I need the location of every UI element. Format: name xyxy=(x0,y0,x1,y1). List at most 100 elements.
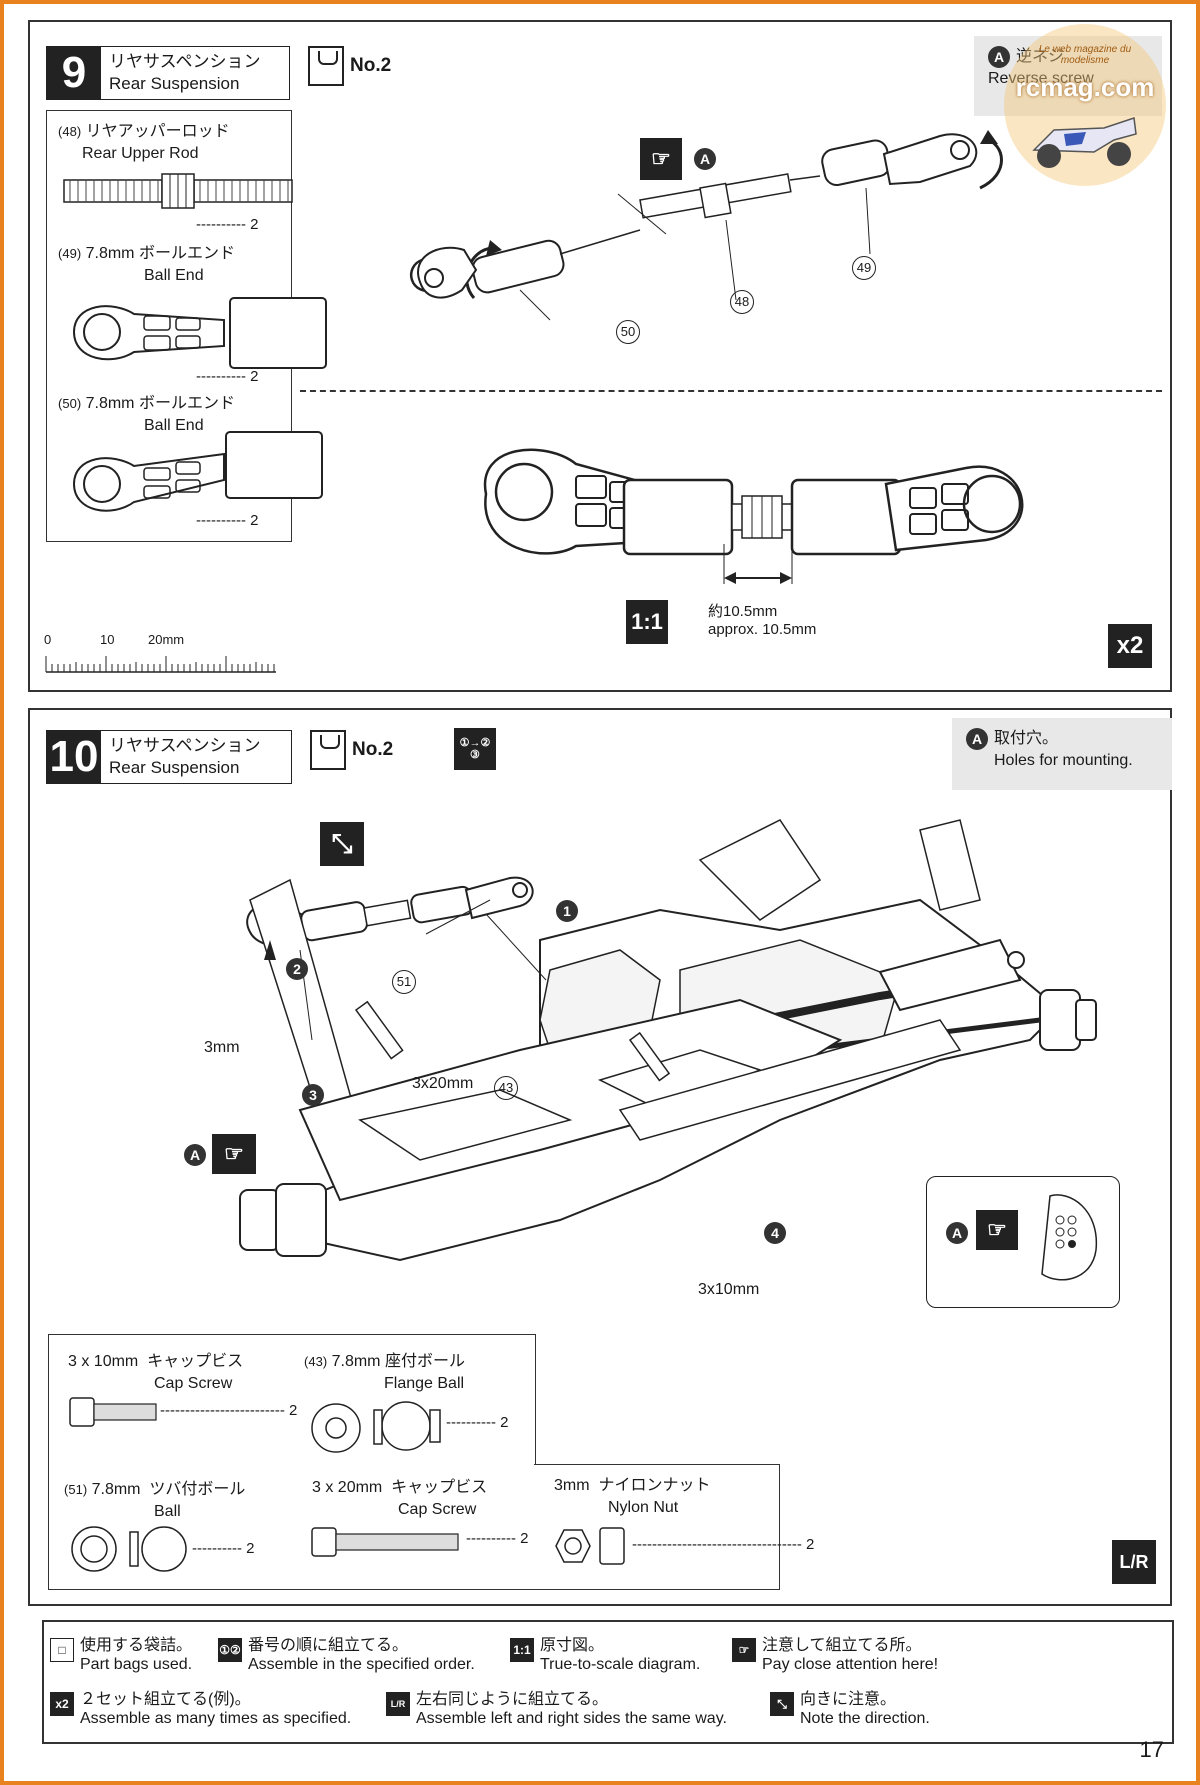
legend-bag-ja: 使用する袋詰。 xyxy=(80,1637,193,1654)
step-10-title-ja: リヤサスペンション xyxy=(109,736,261,755)
step-9-note-en: Reverse screw xyxy=(988,70,1094,87)
legend-true-scale-en: True-to-scale diagram. xyxy=(540,1656,701,1673)
left-right-badge: L/R xyxy=(1112,1540,1156,1584)
bag-icon xyxy=(310,730,346,770)
legend-sequence-en: Assemble in the specified order. xyxy=(248,1656,475,1673)
cap-screw-20-drawing xyxy=(311,1527,459,1557)
multiply-badge: x2 xyxy=(1108,624,1152,668)
ball-51-num: (51) xyxy=(64,1482,88,1497)
direction-icon: ⤡ xyxy=(320,822,364,866)
legend-direction-en: Note the direction. xyxy=(800,1710,930,1727)
ball-51-drawing xyxy=(71,1526,187,1572)
flange-ball-num: (43) xyxy=(304,1354,328,1369)
legend-left-right-en: Assemble left and right sides the same w… xyxy=(416,1710,727,1727)
part-49-name-ja: 7.8mm ボールエンド xyxy=(85,245,235,262)
flange-ball-drawing xyxy=(311,1401,441,1453)
label-3x10mm: 3x10mm xyxy=(698,1281,760,1298)
flange-ball-qty: ---------- 2 xyxy=(446,1414,509,1431)
part-50-num: (50) xyxy=(58,396,82,411)
callout-1: 1 xyxy=(556,900,578,922)
legend-left-right-ja: 左右同じように組立てる。 xyxy=(416,1691,609,1708)
step-9-exploded-diagram xyxy=(409,130,1003,321)
part-48-qty: ---------- 2 xyxy=(196,216,259,233)
dimension-ja: 約10.5mm xyxy=(708,603,778,620)
watermark-car-icon xyxy=(1032,116,1137,168)
legend-multiply: x2 ２セット組立てる(例)。Assemble as many times as… xyxy=(50,1690,351,1728)
note-letter-icon: A xyxy=(988,46,1010,68)
note-letter-icon: A xyxy=(966,728,988,750)
step-10-bag-label: No.2 xyxy=(352,739,394,760)
part-50-label: (50) 7.8mm ボールエンド xyxy=(58,394,235,414)
bag-icon xyxy=(308,46,344,86)
step-9-bag-label: No.2 xyxy=(350,55,392,76)
legend-sequence-ja: 番号の順に組立てる。 xyxy=(248,1637,409,1654)
flange-ball-name-ja: 座付ボール xyxy=(384,1353,465,1370)
true-scale-icon: 1:1 xyxy=(510,1638,534,1662)
cap-screw-10-drawing xyxy=(69,1397,157,1427)
part-48-name-ja: リヤアッパーロッド xyxy=(85,123,230,140)
ball-51-name-en: Ball xyxy=(154,1503,181,1520)
page-number: 17 xyxy=(1139,1737,1164,1762)
callout-2: 2 xyxy=(286,958,308,980)
watermark-site: rcmag.com xyxy=(1015,72,1155,102)
part-48-label: (48) リヤアッパーロッド xyxy=(58,122,230,142)
direction-icon: ⤡ xyxy=(770,1692,794,1716)
legend-left-right: L/R 左右同じように組立てる。 Assemble left and right … xyxy=(386,1690,727,1728)
step-10-header: 10 リヤサスペンション Rear Suspension xyxy=(46,730,292,784)
scale-zero: 0 xyxy=(44,632,52,647)
attention-hand-icon: ☞ xyxy=(640,138,682,180)
legend-true-scale: 1:1 原寸図。True-to-scale diagram. xyxy=(510,1636,700,1674)
legend-bag: □ 使用する袋詰。Part bags used. xyxy=(50,1636,192,1674)
nylon-nut-size: 3mm xyxy=(554,1477,590,1494)
part-50-name-en: Ball End xyxy=(144,417,204,434)
label-3x20mm: 3x20mm xyxy=(412,1075,474,1092)
ball-51-name-ja: ツバ付ボール xyxy=(149,1481,246,1498)
scale-ruler xyxy=(45,656,276,673)
rear-chassis-assembly-drawing xyxy=(239,819,1097,1262)
watermark-tagline: Le web magazine du modelisme xyxy=(1038,44,1132,66)
step-10-bag: No.2 xyxy=(310,730,393,770)
nylon-nut-qty: ---------------------------------- 2 xyxy=(632,1536,815,1553)
step-9-header: 9 リヤサスペンション Rear Suspension xyxy=(46,46,290,100)
step-10-note-en: Holes for mounting. xyxy=(994,752,1133,769)
flange-ball-label: (43) 7.8mm 座付ボール xyxy=(304,1352,465,1372)
nylon-nut-name-ja: ナイロンナット xyxy=(598,1477,711,1494)
cap-screw-10-qty: ------------------------- 2 xyxy=(160,1402,298,1419)
callout-49: 49 xyxy=(852,256,876,280)
mounting-holes-detail xyxy=(1041,1194,1097,1281)
watermark-logo: Le web magazine du modelisme rcmag.com xyxy=(1004,24,1166,186)
cap-screw-20-label: 3 x 20mm キャップビス xyxy=(312,1478,487,1498)
scale-ten: 10 xyxy=(100,632,115,647)
step-9-divider xyxy=(300,390,1162,392)
left-right-icon: L/R xyxy=(386,1692,410,1716)
cap-screw-10-name-en: Cap Screw xyxy=(154,1375,233,1392)
cap-screw-20-name-ja: キャップビス xyxy=(391,1479,488,1496)
true-scale-icon: 1:1 xyxy=(626,600,668,644)
symbol-legend xyxy=(42,1620,1174,1744)
nylon-nut-label: 3mm ナイロンナット xyxy=(554,1476,710,1496)
step-10-note-ja: 取付穴。 xyxy=(994,730,1059,748)
flange-ball-size: 7.8mm xyxy=(331,1353,381,1370)
cap-screw-20-name-en: Cap Screw xyxy=(398,1501,477,1518)
attention-hand-icon: ☞ xyxy=(212,1134,256,1174)
sequence-icon: ①② xyxy=(218,1638,242,1662)
ball-51-qty: ---------- 2 xyxy=(192,1540,255,1557)
part-49-qty: ---------- 2 xyxy=(196,368,259,385)
callout-51: 51 xyxy=(392,970,416,994)
pointing-hand-icon: ☞ xyxy=(732,1638,756,1662)
cap-screw-10-size: 3 x 10mm xyxy=(68,1353,139,1370)
legend-multiply-en: Assemble as many times as specified. xyxy=(80,1710,352,1727)
step-10-number: 10 xyxy=(47,731,101,783)
ball-end-50-drawing xyxy=(72,431,323,512)
part-50-qty: ---------- 2 xyxy=(196,512,259,529)
step-10-title-en: Rear Suspension xyxy=(109,758,240,777)
cap-screw-20-qty: ---------- 2 xyxy=(466,1530,529,1547)
dimension-en: approx. 10.5mm xyxy=(708,621,817,638)
step-9-title-en: Rear Suspension xyxy=(109,74,240,93)
ball-51-label: (51) 7.8mm ツバ付ボール xyxy=(64,1480,245,1500)
step-9-title-ja: リヤサスペンション xyxy=(109,52,261,71)
legend-attention: ☞ 注意して組立てる所。Pay close attention here! xyxy=(732,1636,938,1674)
